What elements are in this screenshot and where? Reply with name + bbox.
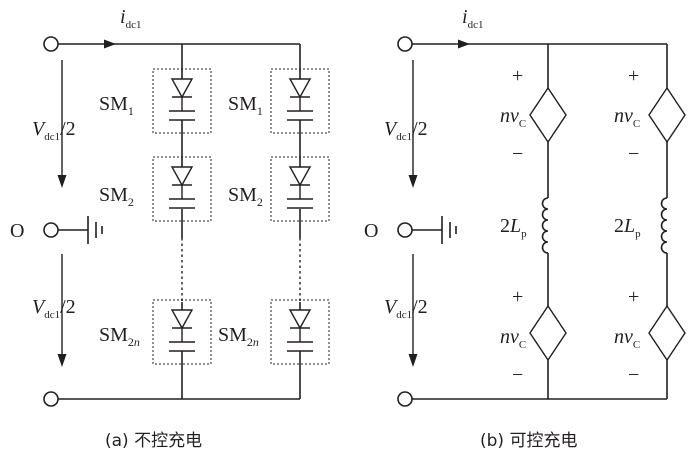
terminal-bottom-a — [43, 391, 59, 407]
source-minus-b-right-bottom: − — [628, 364, 639, 386]
submodule-sm1-right — [270, 68, 330, 134]
sm1-label-right: SM1 — [228, 93, 263, 118]
source-label-b-right-top: nvC — [614, 105, 640, 130]
voltage-arrowhead-upper-a — [57, 175, 67, 188]
submodule-sm1-left — [152, 68, 212, 134]
terminal-top-a — [43, 36, 59, 52]
submodule-box — [152, 68, 212, 134]
circuit-a: idc1 Vdc1/2 Vdc1/2 O SM1 SM2 SM2n SM1 SM… — [10, 6, 330, 451]
source-plus-b-left-bottom: + — [512, 286, 523, 308]
source-minus-b-right-top: − — [628, 143, 639, 165]
current-label-b: idc1 — [462, 6, 483, 31]
dependent-source-icon — [529, 304, 567, 362]
diode-icon — [170, 78, 194, 99]
circuit-b: idc1 Vdc1/2 Vdc1/2 O + nvC − 2Lp + nvC −… — [364, 6, 686, 451]
submodule-box — [270, 156, 330, 222]
midpoint-label-b: O — [364, 220, 378, 242]
source-plus-b-left-top: + — [512, 65, 523, 87]
inductor-icon — [660, 197, 668, 254]
current-arrow-a — [104, 39, 116, 49]
current-label-a: idc1 — [120, 6, 141, 31]
caption-b: (b) 可控充电 — [480, 431, 577, 451]
diode-icon — [170, 309, 194, 330]
diode-icon — [170, 166, 194, 187]
source-minus-b-left-bottom: − — [512, 364, 523, 386]
terminal-midpoint-a — [43, 222, 59, 238]
submodule-box — [270, 68, 330, 134]
dependent-source-icon — [648, 86, 686, 144]
submodule-sm2-left — [152, 156, 212, 222]
submodule-box — [152, 156, 212, 222]
inductor-label-b-right: 2Lp — [614, 215, 641, 240]
source-label-b-left-top: nvC — [500, 105, 526, 130]
smn-label-left: SM2n — [99, 324, 140, 349]
dependent-source-icon — [529, 86, 567, 144]
source-label-b-left-bottom: nvC — [500, 326, 526, 351]
smn-label-right: SM2n — [218, 324, 259, 349]
terminal-bottom-b — [397, 391, 413, 407]
caption-a: (a) 不控充电 — [105, 431, 202, 451]
inductor-icon — [541, 197, 549, 254]
voltage-label-lower-a: Vdc1/2 — [32, 296, 76, 321]
submodule-smn-left — [152, 299, 212, 365]
voltage-label-upper-a: Vdc1/2 — [32, 118, 76, 143]
diode-icon — [288, 309, 312, 330]
current-arrow-b — [458, 39, 470, 49]
diode-icon — [288, 166, 312, 187]
voltage-arrowhead-lower-b — [408, 354, 418, 367]
submodule-smn-right — [270, 299, 330, 365]
voltage-arrowhead-upper-b — [408, 175, 418, 188]
dependent-source-icon — [648, 304, 686, 362]
source-plus-b-right-bottom: + — [628, 286, 639, 308]
terminal-top-b — [397, 36, 413, 52]
inductor-label-b-left: 2Lp — [500, 215, 527, 240]
sm2-label-left: SM2 — [99, 184, 134, 209]
source-plus-b-right-top: + — [628, 65, 639, 87]
submodule-sm2-right — [270, 156, 330, 222]
sm2-label-right: SM2 — [228, 184, 263, 209]
submodule-box — [152, 299, 212, 365]
voltage-label-upper-b: Vdc1/2 — [384, 118, 428, 143]
source-minus-b-left-top: − — [512, 143, 523, 165]
voltage-label-lower-b: Vdc1/2 — [384, 296, 428, 321]
midpoint-label-a: O — [10, 220, 24, 242]
sm1-label-left: SM1 — [99, 93, 134, 118]
diode-icon — [288, 78, 312, 99]
terminal-midpoint-b — [397, 222, 413, 238]
submodule-box — [270, 299, 330, 365]
voltage-arrowhead-lower-a — [57, 354, 67, 367]
source-label-b-right-bottom: nvC — [614, 326, 640, 351]
